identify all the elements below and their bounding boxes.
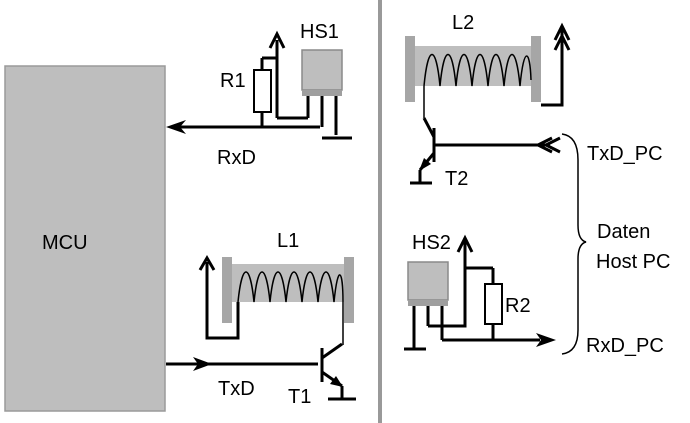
l2-left-plate (405, 36, 415, 102)
rxd-pc-arrow (536, 333, 556, 347)
mcu-block: MCU (4, 65, 166, 412)
l1-right-plate (344, 257, 354, 323)
host-pc-group: Daten Host PC (561, 133, 670, 355)
transistor-t1: T1 (288, 342, 356, 408)
hs2-body (407, 261, 449, 301)
r1-body (253, 69, 272, 113)
transistor-t2: T2 TxD_PC (410, 117, 663, 190)
l1-winding (237, 271, 344, 303)
coil-l2: L2 (405, 12, 571, 118)
mcu-label: MCU (42, 232, 88, 254)
host-label-line1: Daten (597, 221, 650, 243)
host-brace (561, 133, 587, 355)
hs1-label: HS1 (300, 21, 339, 43)
txd-pc-label: TxD_PC (587, 143, 663, 165)
t1-label: T1 (288, 386, 311, 408)
t2-label: T2 (445, 168, 468, 190)
vcc-arrow-hs1 (268, 30, 308, 120)
coil-l1: L1 (198, 230, 354, 345)
l1-label: L1 (277, 230, 299, 252)
receiver-hs2: HS2 (404, 232, 451, 351)
rxd-pc-label: RxD_PC (586, 335, 664, 357)
hs1-body (301, 49, 343, 91)
r1-label: R1 (220, 70, 246, 92)
rxd-arrow (166, 120, 186, 134)
l2-right-plate (531, 36, 541, 102)
resistor-r2: R2 (484, 268, 531, 340)
rxd-pc-line: RxD_PC (442, 333, 664, 357)
l2-winding (423, 53, 532, 87)
hs2-base (408, 300, 448, 306)
host-label-line2: Host PC (596, 251, 670, 273)
r2-body (484, 283, 503, 325)
r2-label: R2 (505, 295, 531, 317)
receiver-hs1: HS1 (300, 21, 352, 140)
txd-arrow (193, 357, 212, 371)
mcu-body (4, 65, 166, 412)
rxd-label: RxD (217, 147, 256, 169)
l1-left-plate (222, 257, 232, 323)
rxd-line: RxD (166, 120, 320, 169)
txd-line: TxD (166, 357, 318, 400)
l2-label: L2 (452, 12, 474, 34)
txd-label: TxD (218, 378, 255, 400)
vcc-arrow-hs2 (428, 234, 493, 328)
resistor-r1: R1 (220, 56, 277, 127)
hs2-label: HS2 (412, 232, 451, 254)
hs1-base (302, 90, 342, 96)
